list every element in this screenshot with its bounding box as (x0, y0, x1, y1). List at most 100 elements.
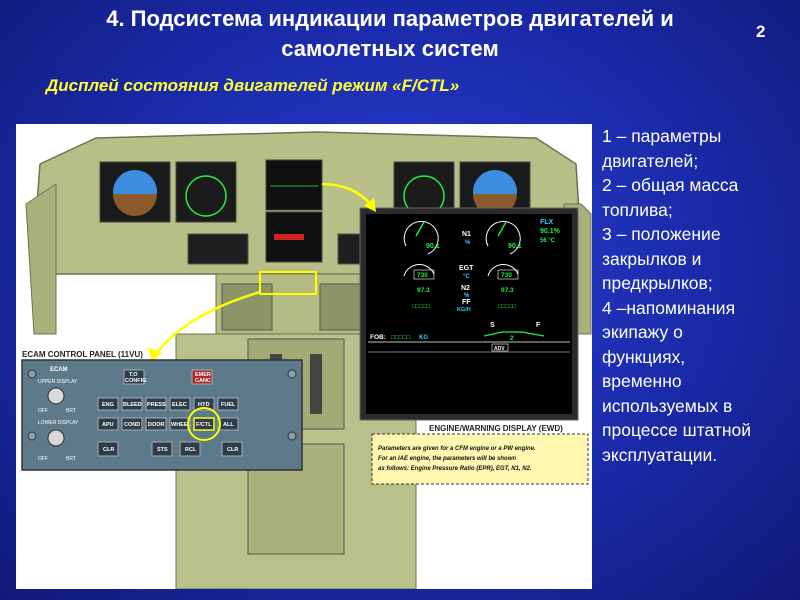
panel-screw (287, 431, 297, 441)
ewd-screen (366, 214, 572, 414)
clr-right-label: CLR (227, 447, 238, 453)
ewd-egt-left-value: 730 (417, 272, 428, 279)
ewd-ff-label: FF (462, 299, 471, 306)
ewd-flap-position: 2 (510, 335, 514, 342)
legend-line: 1 – параметры (602, 126, 722, 146)
legend-line: используемых в (602, 395, 733, 416)
lower-display-label: LOWER DISPLAY (38, 420, 79, 426)
cockpit-left-wing (25, 183, 57, 335)
n1-left-gauge-needle (415, 221, 425, 237)
arrow-to-ewd-head (364, 198, 376, 212)
ewd-n2-unit: % (464, 293, 470, 299)
ewd-n1-left-value: 90.1 (426, 243, 440, 250)
legend-line: 4 –напоминания (602, 297, 736, 318)
legend-line: двигателей; (602, 150, 699, 171)
upper-display-label: UPPER DISPLAY (38, 379, 78, 385)
captain-nd (175, 161, 237, 223)
captain-pfd-ground (113, 194, 157, 216)
ewd-egt-right-value: 730 (501, 272, 512, 279)
lower-display-knob[interactable] (47, 429, 65, 447)
ewd-flap-label: F (536, 322, 541, 329)
hyd-button[interactable] (193, 397, 215, 411)
legend-line: 2 – общая масса (602, 175, 739, 195)
ecam-panel-caption: ECAM CONTROL PANEL (11VU) (22, 350, 143, 359)
legend-line: предкрылков; (602, 273, 713, 293)
apu-label: APU (102, 422, 114, 428)
ewd-n2-label: N2 (461, 285, 470, 292)
arrow-to-ecam-head (148, 348, 162, 362)
clr-left-button[interactable] (97, 441, 119, 457)
ewd-flx-label: FLX (540, 219, 554, 226)
cond-button[interactable] (121, 417, 143, 431)
ewd-adv-box (491, 343, 509, 352)
upper-display-knob[interactable] (47, 387, 65, 405)
sts-button[interactable] (151, 441, 173, 457)
note-box (371, 433, 589, 485)
ewd-n1-unit: % (465, 240, 471, 246)
cond-label: COND (124, 422, 140, 428)
note-text: Parameters are given for a CFM engine or… (378, 444, 578, 474)
ewd-egt-unit: °C (463, 274, 470, 280)
eng-button[interactable] (97, 397, 119, 411)
ewd-fob-unit: KG (419, 335, 428, 341)
fuel-label: FUEL (221, 402, 236, 408)
to-config-button[interactable] (123, 369, 145, 385)
all-label: ALL (223, 422, 234, 428)
panel-screw (27, 431, 37, 441)
wheel-button[interactable] (169, 417, 191, 431)
legend-line: функциях, (602, 346, 686, 367)
emer-canc-button[interactable] (191, 369, 213, 385)
slide-title-line-2: самолетных систем (281, 36, 499, 61)
slide-title-line-1: 4. Подсистема индикации параметров двига… (106, 6, 674, 31)
clr-right-button[interactable] (221, 441, 243, 457)
cockpit-illustration: FLX 90.1% 56 °C N1 % 90.1 90.1 EGT °C 73… (21, 131, 592, 589)
fctl-label: F/CTL (196, 422, 212, 428)
door-button[interactable] (145, 417, 167, 431)
legend-line: экипажу о (602, 322, 683, 342)
all-button[interactable] (217, 417, 239, 431)
center-ewd (265, 159, 323, 211)
legend-line: эксплуатации. (602, 444, 718, 465)
panel-screw (27, 369, 37, 379)
fctl-button[interactable] (193, 417, 215, 431)
slide-number: 2 (756, 22, 766, 41)
rcl-label: RCL (185, 447, 197, 453)
egt-right-gauge-arc (487, 264, 519, 277)
legend-line: закрылков и (602, 248, 702, 269)
elec-button[interactable] (169, 397, 191, 411)
ewd-egt-label: EGT (459, 265, 474, 272)
note-line: For an IAE engine, the parameters will b… (378, 456, 517, 462)
ewd-egt-left-box (413, 269, 435, 280)
upper-off-label: OFF (38, 408, 48, 414)
egt-left-gauge-arc (403, 264, 435, 277)
ewd-adv-label: ADV (494, 346, 505, 352)
arrow-to-ecam (155, 290, 261, 355)
legend-line: 3 – положение (602, 224, 721, 244)
panel-screw (287, 369, 297, 379)
slide-subtitle: Дисплей состояния двигателей режим «F/CT… (46, 76, 460, 95)
legend-line: топлива; (602, 199, 673, 220)
standby-instruments (187, 233, 249, 265)
mcdu-left (221, 283, 273, 331)
lower-brt-label: BRT (66, 456, 76, 462)
emer-canc-label-2: CANC (195, 378, 211, 384)
fuel-button[interactable] (217, 397, 239, 411)
fctl-highlight-ring (187, 407, 221, 441)
ewd-fob-value: □□□□□ (391, 334, 411, 341)
legend-line: временно (602, 371, 682, 391)
to-config-label-1: T.O (129, 372, 138, 378)
ewd-n2-right-value: 97.3 (501, 287, 514, 294)
press-button[interactable] (145, 397, 167, 411)
bleed-button[interactable] (121, 397, 143, 411)
clr-left-label: CLR (103, 447, 114, 453)
sts-label: STS (157, 447, 168, 453)
center-sd-warning (274, 234, 304, 240)
eng-label: ENG (102, 402, 114, 408)
captain-nd-arc (185, 175, 227, 217)
hyd-label: HYD (198, 402, 210, 408)
ewd-n1-right-value: 90.1 (508, 243, 522, 250)
rcl-button[interactable] (179, 441, 201, 457)
emer-canc-label-1: EMER (195, 372, 211, 378)
ewd-n1-label: N1 (462, 231, 471, 238)
apu-button[interactable] (97, 417, 119, 431)
